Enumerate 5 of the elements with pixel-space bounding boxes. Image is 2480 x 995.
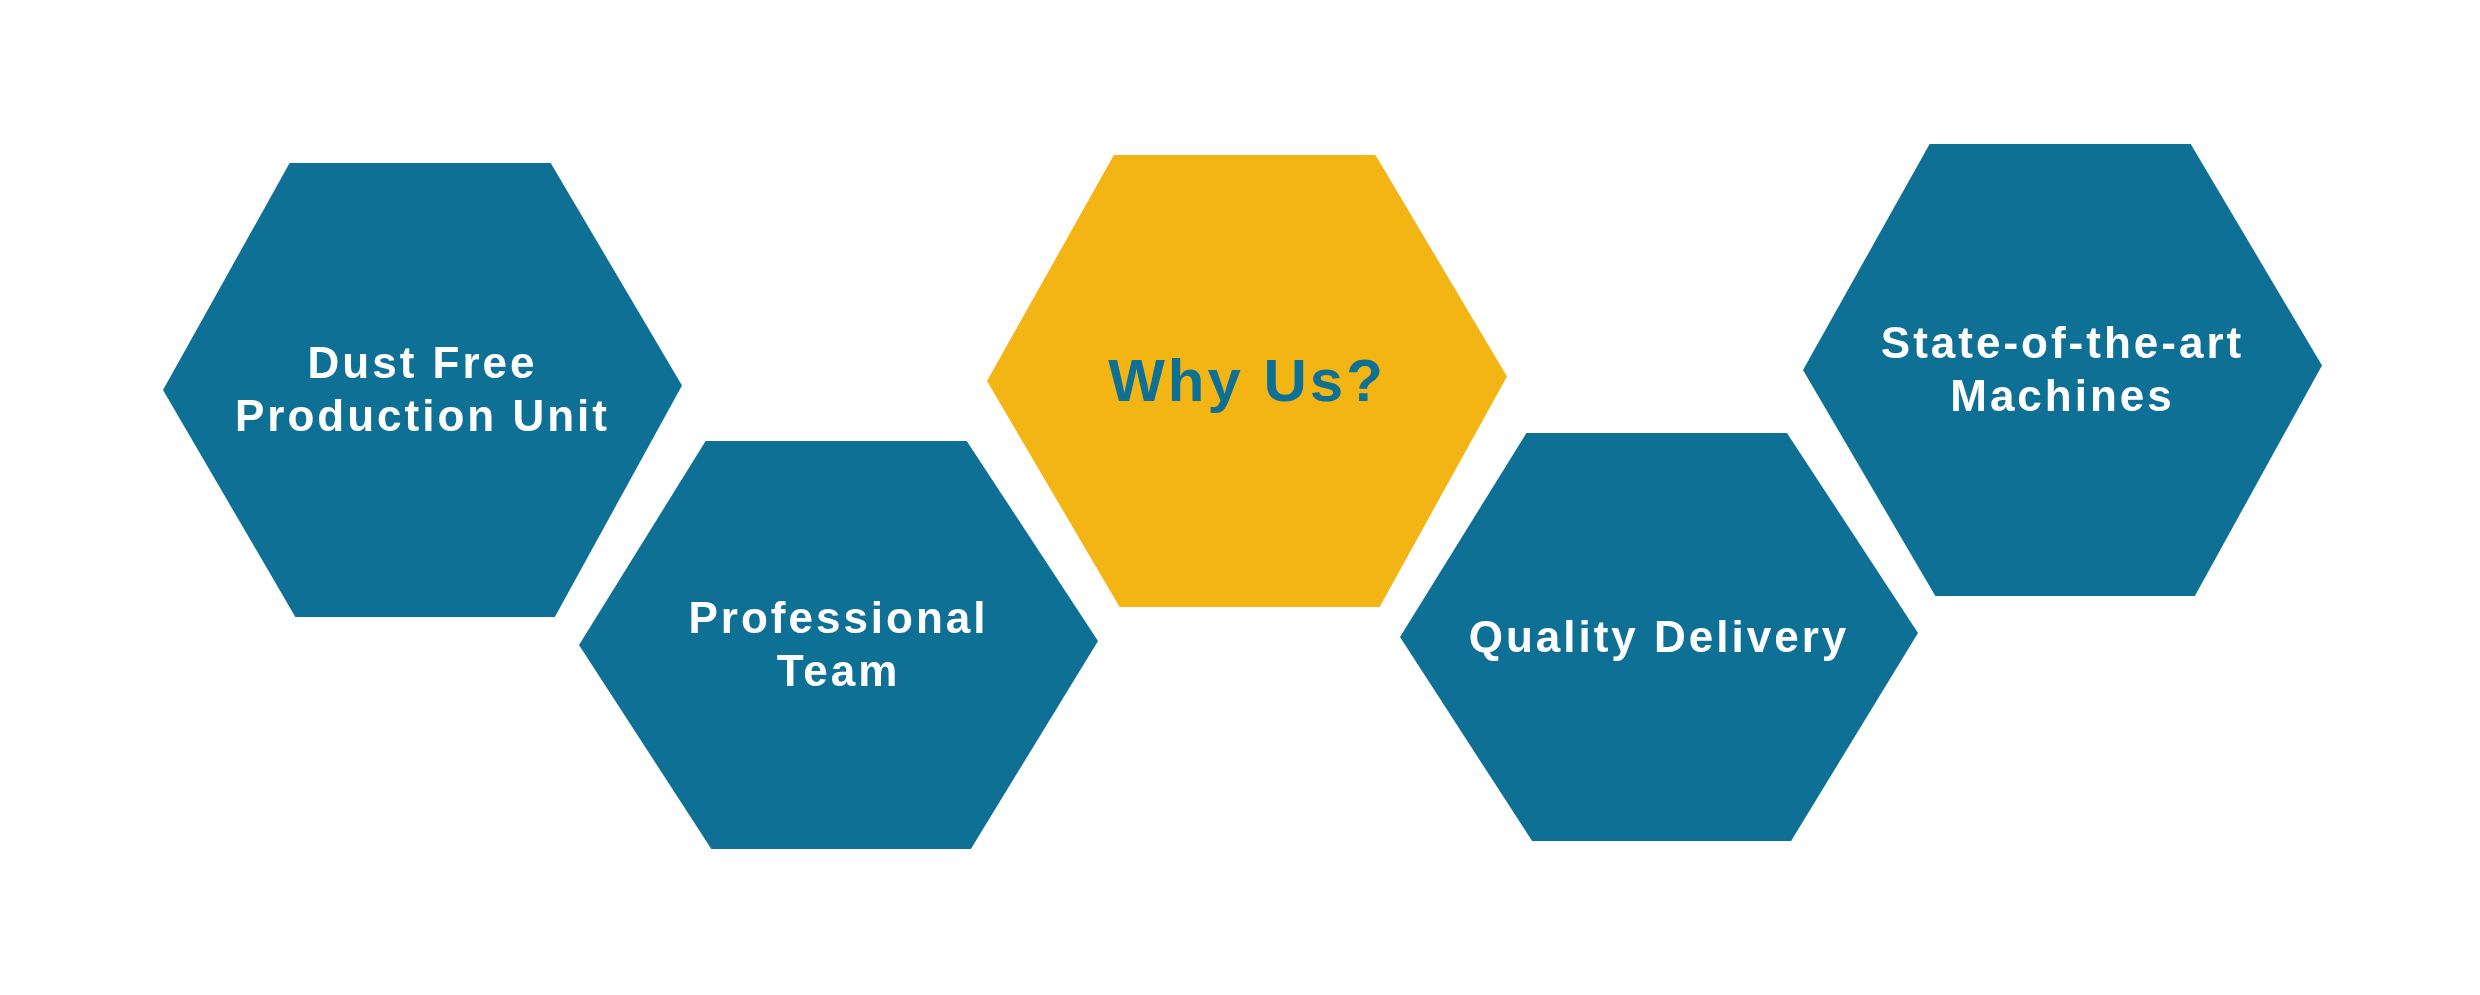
- hexagon-label: Dust Free Production Unit: [234, 337, 611, 442]
- center-title: Why Us?: [1108, 346, 1386, 416]
- hexagon-label: State-of-the-art Machines: [1879, 317, 2246, 422]
- hexagon-label: Quality Delivery: [1468, 610, 1850, 663]
- hexagon-label: Professional Team: [687, 592, 990, 697]
